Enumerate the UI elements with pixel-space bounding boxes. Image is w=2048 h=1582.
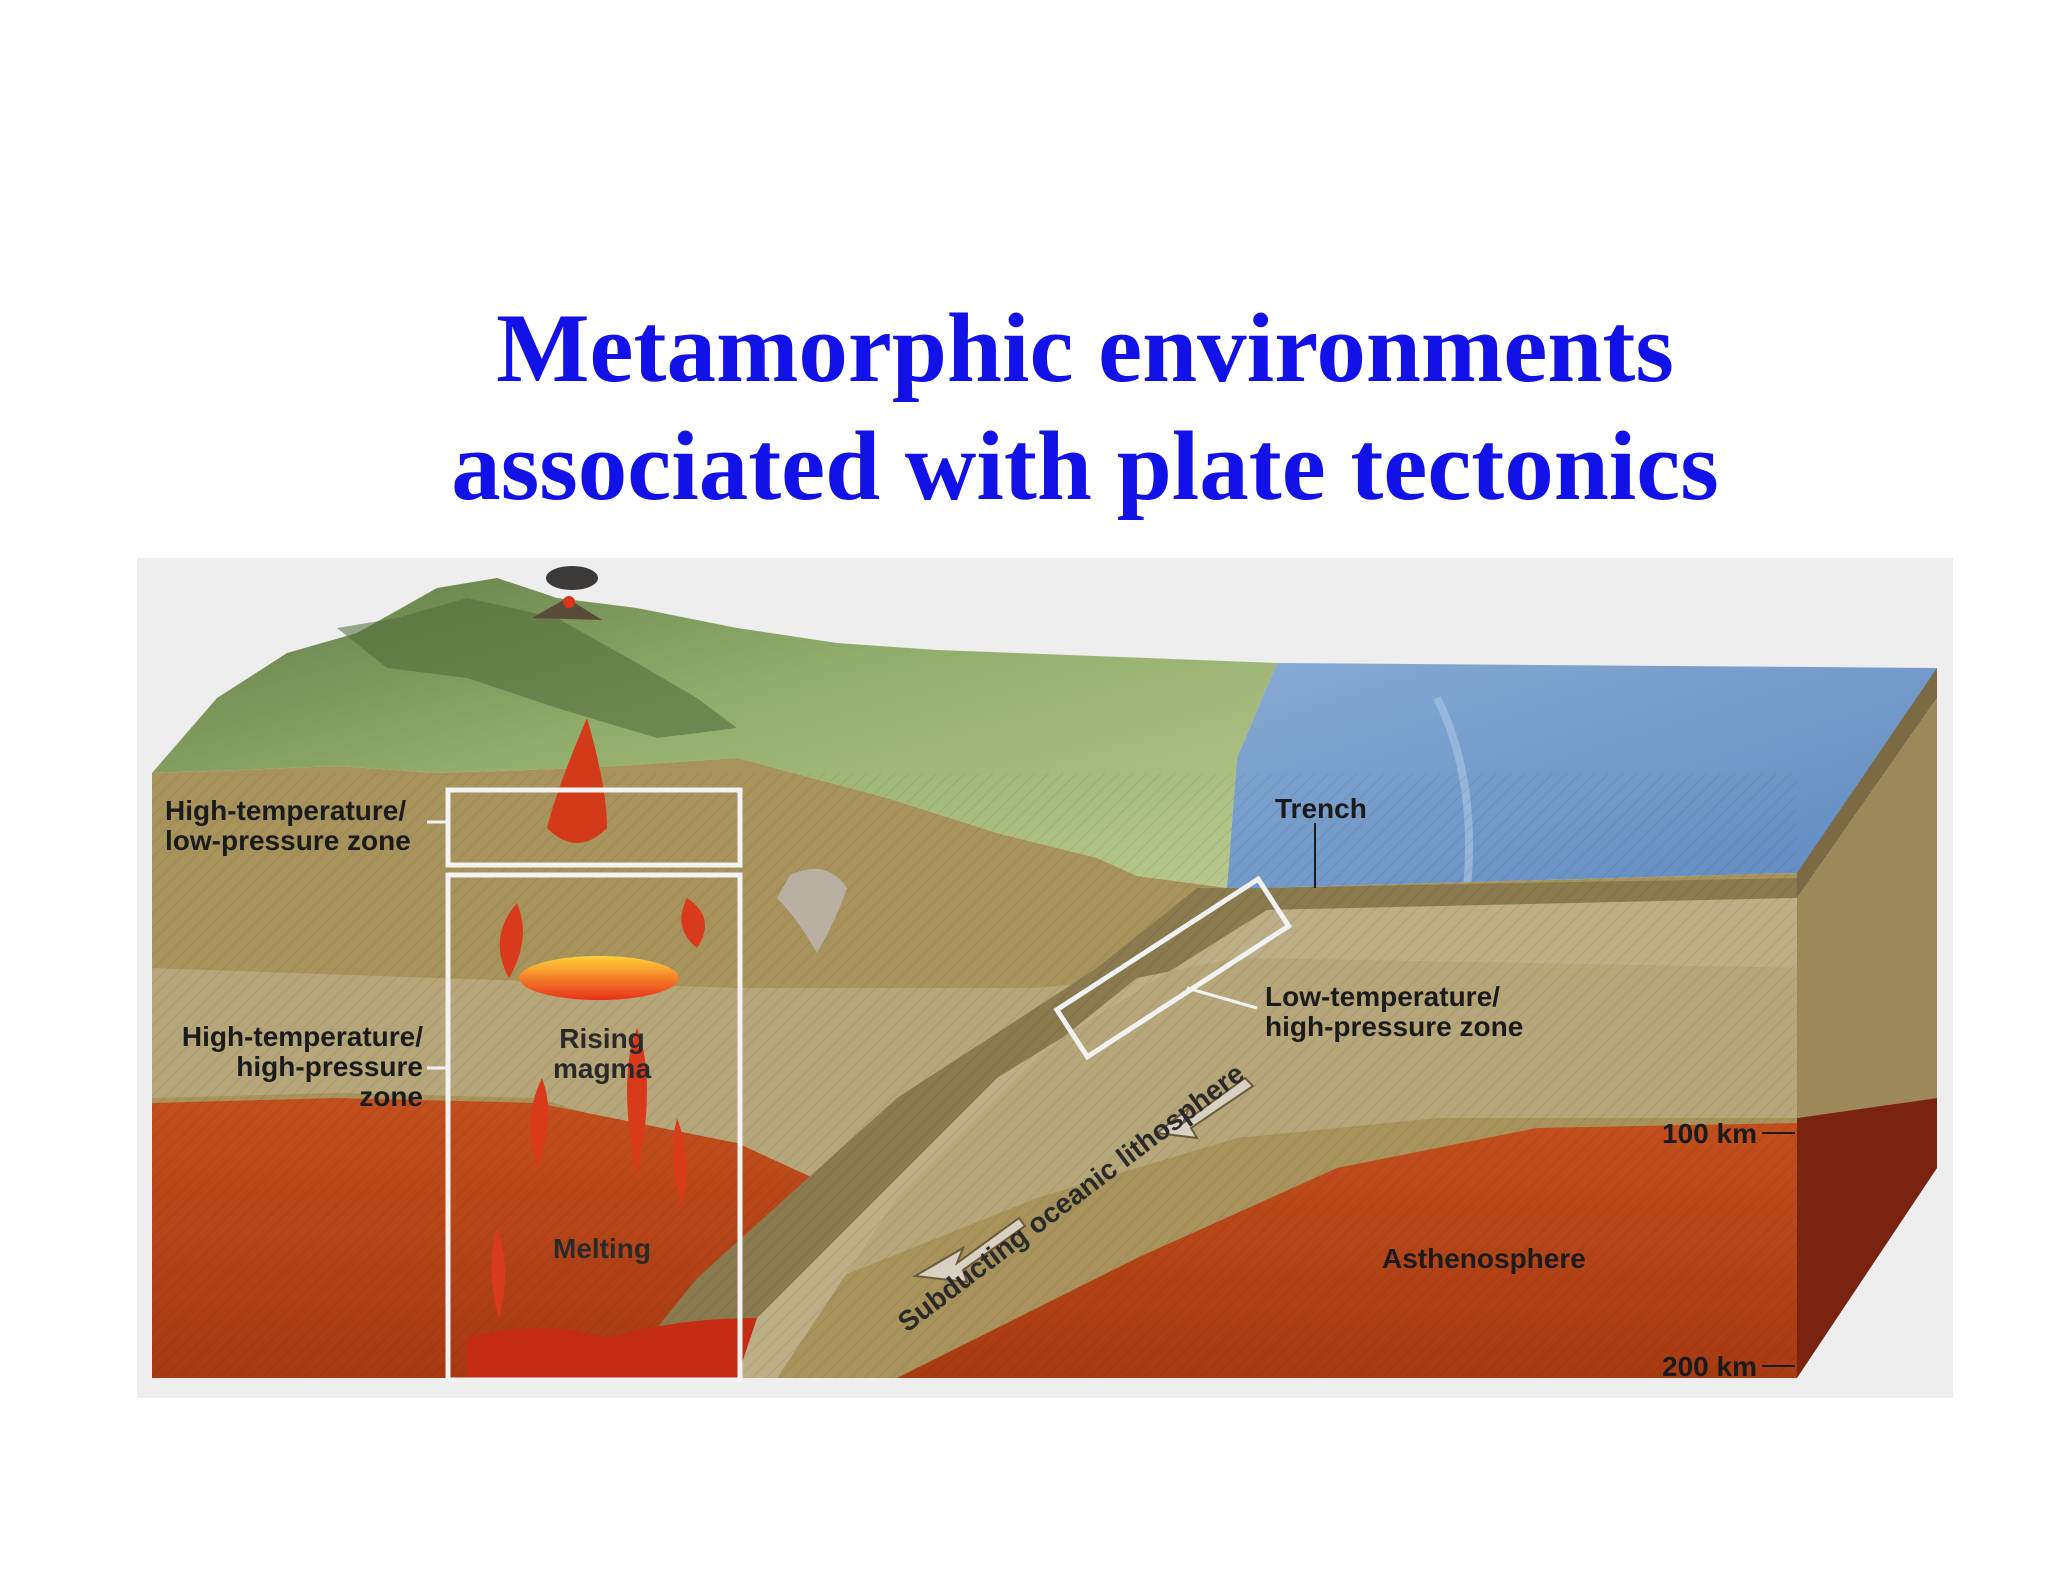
- ht-lp-zone-box: [445, 787, 743, 868]
- slide-title: Metamorphic environments associated with…: [0, 290, 2048, 526]
- pluton-blob: [777, 868, 847, 953]
- magma-plumes: [467, 718, 757, 1378]
- side-crust-top: [1797, 668, 1937, 898]
- depth-200-label: 200 km: [1662, 1351, 1757, 1382]
- volcano-cone: [532, 598, 602, 620]
- side-asthenosphere: [1797, 1098, 1937, 1378]
- lt-hp-zone-box: [1053, 875, 1293, 1061]
- trench-label: Trench: [1275, 793, 1367, 824]
- lt-hp-label-line-2: high-pressure zone: [1265, 1011, 1523, 1042]
- slab-arrow-upper: [1154, 1076, 1255, 1140]
- rock-texture: [152, 773, 1797, 1378]
- ht-hp-label-line-2: high-pressure: [236, 1051, 423, 1082]
- ht-lp-label-line-1: High-temperature/: [165, 795, 406, 826]
- ht-hp-label-line-1: High-temperature/: [182, 1021, 423, 1052]
- plate-tectonics-diagram: High-temperature/ low-pressure zone High…: [137, 558, 1953, 1398]
- rising-magma-label-line-1: Rising: [559, 1023, 645, 1054]
- title-line-1: Metamorphic environments: [496, 294, 1674, 403]
- depth-100-label: 100 km: [1662, 1118, 1757, 1149]
- melting-label: Melting: [553, 1233, 651, 1264]
- ht-lp-label-line-2: low-pressure zone: [165, 825, 411, 856]
- ht-hp-zone-box: [445, 872, 743, 1383]
- volcano-vent: [563, 596, 575, 608]
- slab-arrow-lower: [911, 1216, 1027, 1284]
- mountain-range: [337, 598, 737, 738]
- asthenosphere-label: Asthenosphere: [1382, 1243, 1586, 1274]
- title-line-2: associated with plate tectonics: [451, 412, 1719, 521]
- ht-hp-label-line-3: zone: [359, 1081, 423, 1112]
- rising-magma-label-line-2: magma: [553, 1053, 651, 1084]
- side-crust: [1797, 698, 1937, 1118]
- diagram-canvas: High-temperature/ low-pressure zone High…: [137, 558, 1953, 1398]
- ash-plume: [546, 566, 598, 590]
- lt-hp-leader: [1186, 986, 1258, 1010]
- lt-hp-label-line-1: Low-temperature/: [1265, 981, 1500, 1012]
